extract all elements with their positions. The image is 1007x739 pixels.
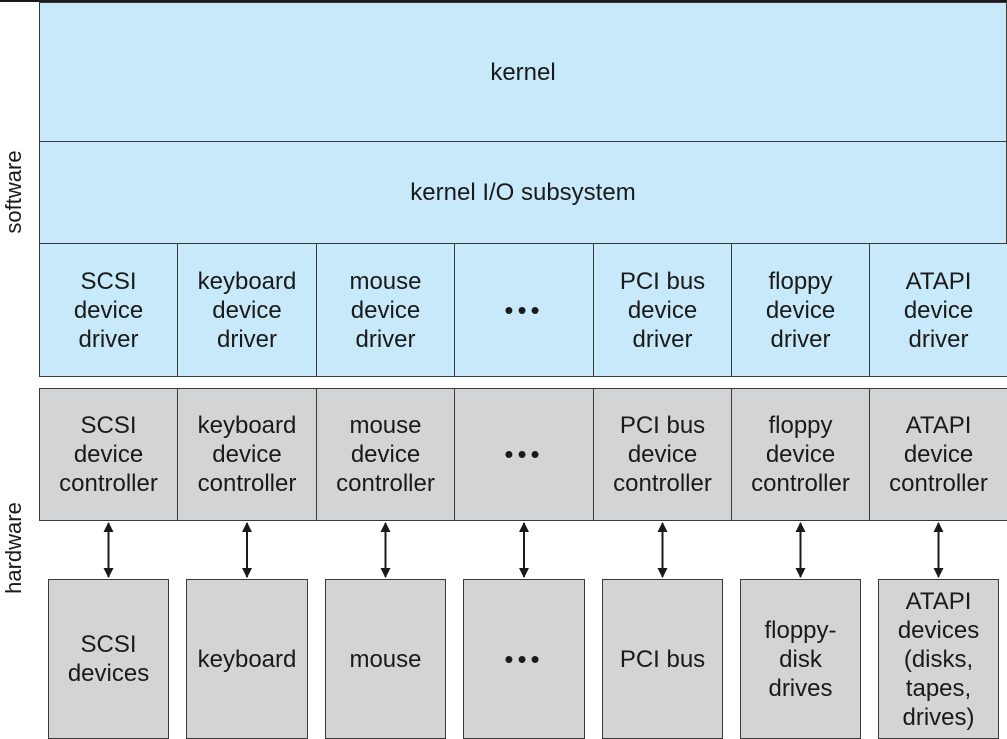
device-box: PCI bus [602, 579, 723, 739]
device-controller-box: mouse device controller [316, 388, 455, 521]
device-controller-box: floppy device controller [731, 388, 870, 521]
device-box: ••• [463, 579, 585, 739]
top-rule [0, 0, 1007, 2]
device-box: SCSI devices [48, 579, 169, 739]
device-driver-box: keyboard device driver [177, 243, 317, 377]
kernel-layer: kernel [39, 2, 1007, 142]
device-box: floppy- disk drives [740, 579, 861, 739]
device-box: ATAPI devices (disks, tapes, drives) [878, 579, 999, 739]
hardware-section-label: hardware [1, 502, 26, 594]
device-driver-box: floppy device driver [731, 243, 870, 377]
device-box: mouse [325, 579, 446, 739]
device-driver-box: ••• [454, 243, 594, 377]
device-driver-box: PCI bus device driver [593, 243, 732, 377]
software-section-label: software [1, 150, 26, 234]
device-driver-box: mouse device driver [316, 243, 455, 377]
device-controller-box: keyboard device controller [177, 388, 317, 521]
device-controller-box: PCI bus device controller [593, 388, 732, 521]
device-controller-box: ATAPI device controller [869, 388, 1007, 521]
device-driver-box: ATAPI device driver [869, 243, 1007, 377]
kernel-io-subsystem-layer: kernel I/O subsystem [39, 141, 1007, 244]
device-controller-box: ••• [454, 388, 594, 521]
device-driver-box: SCSI device driver [39, 243, 178, 377]
device-box: keyboard [186, 579, 308, 739]
device-controller-box: SCSI device controller [39, 388, 178, 521]
